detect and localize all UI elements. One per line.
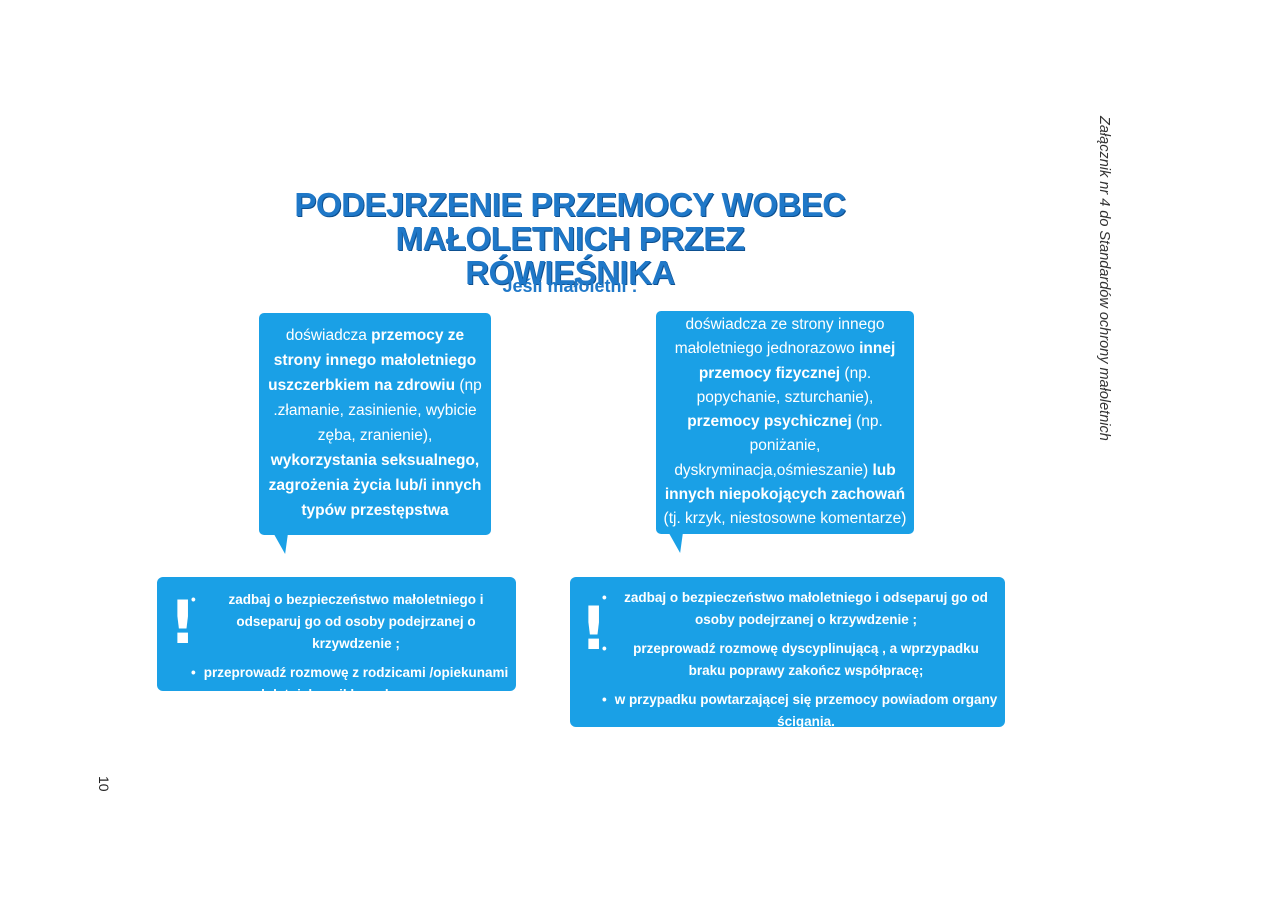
right-action-item-3: w przypadku powtarzającej się przemocy p… bbox=[614, 692, 998, 729]
left-speech-bubble: doświadcza przemocy ze strony innego mał… bbox=[259, 313, 491, 535]
list-item: • przeprowadź rozmowę dyscyplinującą , a … bbox=[598, 638, 998, 682]
bullet-icon: • bbox=[191, 592, 196, 607]
right-bubble-text-5: (np. poniżanie, dyskryminacja,ośmieszani… bbox=[674, 413, 883, 479]
left-bubble-text-4: wykorzystania seksualnego, zagrożenia ży… bbox=[268, 452, 482, 519]
right-bubble-text-7: (tj. krzyk, niestosowne komentarze) bbox=[663, 510, 907, 528]
left-action-item-2: przeprowadź rozmowę z rodzicami /opiekun… bbox=[203, 665, 509, 702]
left-bubble-text-1: doświadcza bbox=[285, 327, 372, 344]
title-line-2: MAŁOLETNICH PRZEZ RÓWIEŚNIKA bbox=[395, 220, 745, 291]
bullet-icon: • bbox=[602, 590, 607, 605]
right-speech-bubble: doświadcza ze strony innego małoletniego… bbox=[656, 311, 914, 534]
exclamation-icon: ! bbox=[169, 588, 197, 658]
subtitle: Jeśli małoletni : bbox=[502, 276, 638, 296]
left-action-box: ! • zadbaj o bezpieczeństwo małoletniego … bbox=[157, 577, 516, 702]
bullet-icon: • bbox=[602, 692, 607, 707]
list-item: • w przypadku powtarzającej się przemocy … bbox=[598, 689, 998, 733]
title-line-1: PODEJRZENIE PRZEMOCY WOBEC bbox=[294, 186, 846, 223]
exclamation-icon: ! bbox=[580, 594, 608, 664]
list-item: • zadbaj o bezpieczeństwo małoletniego i … bbox=[187, 589, 509, 655]
left-action-list: • zadbaj o bezpieczeństwo małoletniego i … bbox=[187, 589, 509, 713]
right-action-item-1: zadbaj o bezpieczeństwo małoletniego i o… bbox=[624, 590, 988, 627]
bullet-icon: • bbox=[191, 665, 196, 680]
page-number-text: 10 bbox=[96, 776, 112, 792]
right-action-item-2: przeprowadź rozmowę dyscyplinującą , a w… bbox=[633, 641, 979, 678]
left-bubble-text-2: przemocy ze strony innego małoletniego u… bbox=[268, 327, 477, 394]
right-bubble-text-2: innej przemocy fizycznej bbox=[698, 340, 896, 382]
bullet-icon: • bbox=[602, 641, 607, 656]
right-bubble-text-4: przemocy psychicznej bbox=[687, 413, 852, 431]
right-bubble-tail bbox=[668, 533, 688, 553]
left-bubble-tail bbox=[273, 534, 293, 554]
list-item: • przeprowadź rozmowę z rodzicami /opieku… bbox=[187, 662, 509, 706]
right-action-box: ! • zadbaj o bezpieczeństwo małoletniego … bbox=[570, 577, 1005, 729]
right-bubble-text-1: doświadcza ze strony innego małoletniego… bbox=[674, 316, 885, 358]
list-item: • zadbaj o bezpieczeństwo małoletniego i … bbox=[598, 587, 998, 631]
attachment-note-text: Załącznik nr 4 do Standardów ochrony mał… bbox=[1096, 116, 1112, 441]
right-bubble-text-6: lub innych niepokojących zachowań bbox=[664, 461, 906, 504]
page-title: PODEJRZENIE PRZEMOCY WOBEC MAŁOLETNICH P… bbox=[290, 188, 850, 290]
left-action-item-1: zadbaj o bezpieczeństwo małoletniego i o… bbox=[228, 592, 484, 651]
right-bubble-text-3: (np. popychanie, szturchanie), bbox=[696, 364, 874, 406]
attachment-note: Załącznik nr 4 do Standardów ochrony mał… bbox=[1094, 116, 1114, 478]
right-action-list: • zadbaj o bezpieczeństwo małoletniego i … bbox=[598, 587, 998, 740]
left-bubble-text-3: (np .złamanie, zasinienie, wybicie zęba,… bbox=[273, 377, 482, 444]
page-number: 10 bbox=[94, 776, 114, 798]
